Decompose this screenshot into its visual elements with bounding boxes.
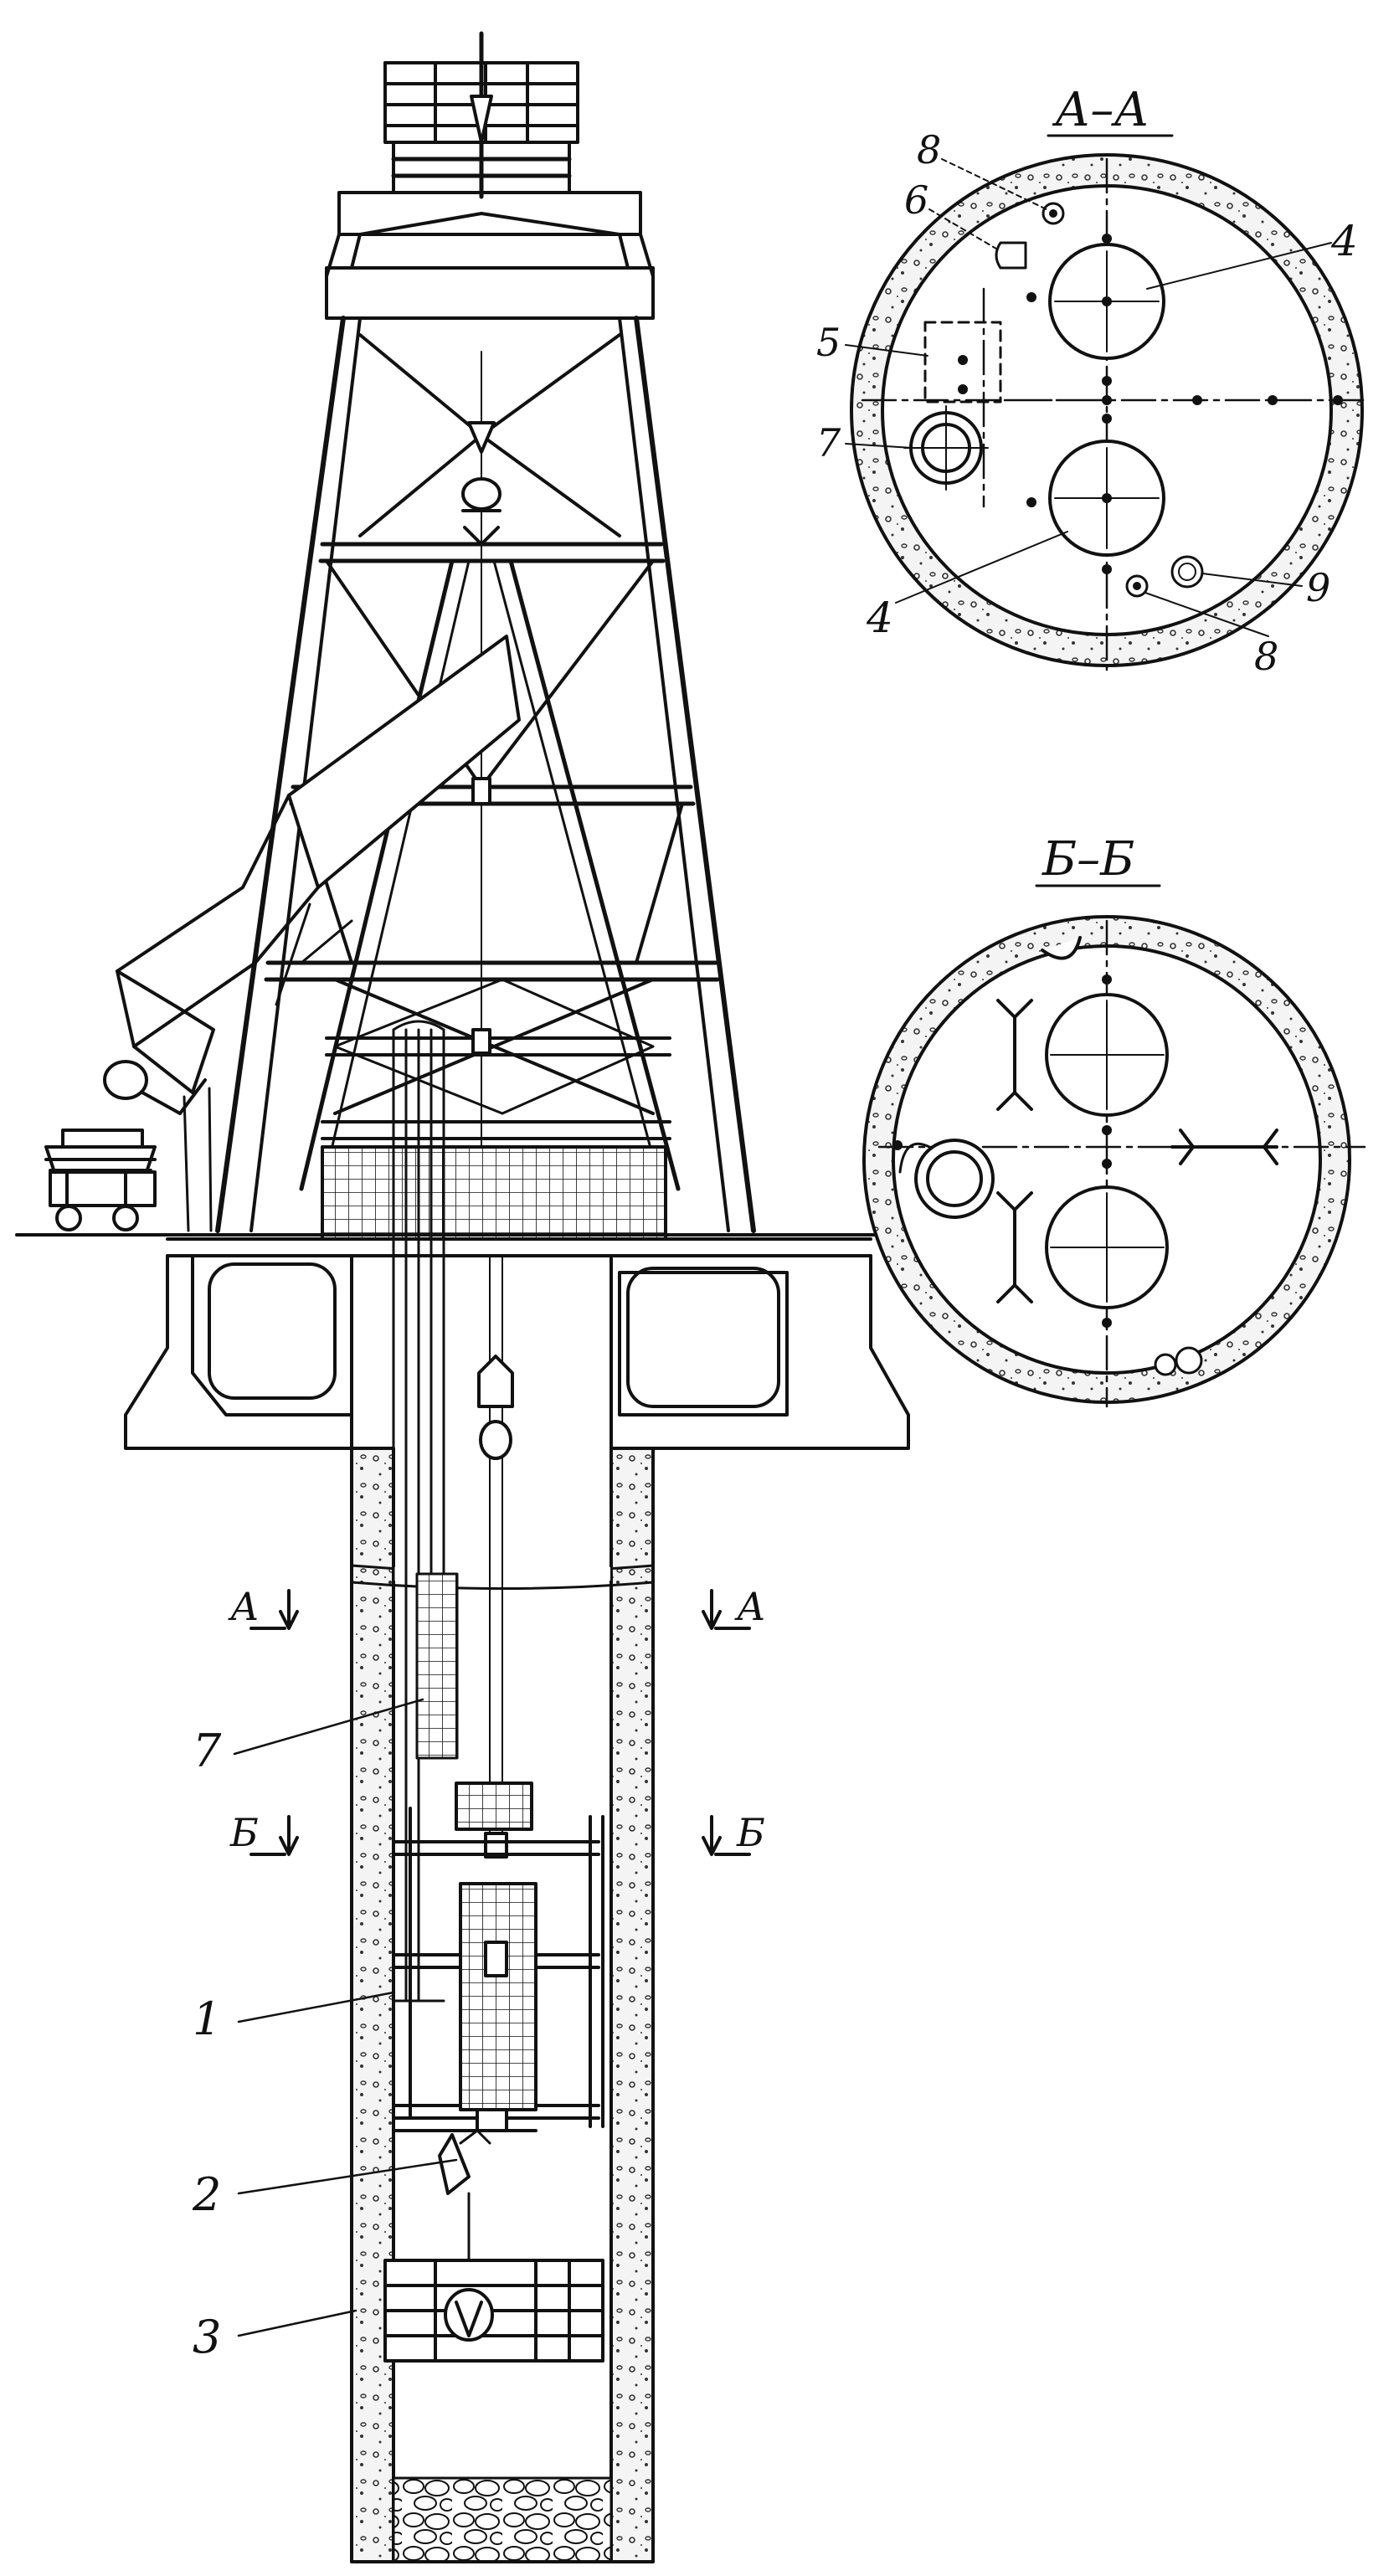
cut-marks	[249, 1589, 751, 1856]
callout-7: 7	[193, 1725, 222, 1777]
aa-label-8-top: 8	[917, 127, 941, 172]
aa-label-7: 7	[816, 420, 841, 465]
section-b-b: Б–Б	[862, 832, 1366, 1408]
headframe	[215, 31, 756, 1241]
pipe-column	[392, 1020, 459, 2003]
cut-b-left: Б	[229, 1810, 259, 1855]
aa-label-4-bottom: 4	[866, 594, 893, 642]
cut-a-right: А	[734, 1584, 766, 1629]
shaft	[350, 1020, 655, 2563]
top-frame	[325, 266, 655, 320]
aa-label-6: 6	[904, 177, 928, 223]
callout-2: 2	[192, 2168, 221, 2221]
discharge-chute	[103, 635, 521, 1232]
section-b-b-title: Б–Б	[1042, 832, 1134, 887]
aa-label-8-bottom: 8	[1254, 634, 1278, 679]
sinking-stage	[392, 1807, 604, 2132]
callout-1: 1	[193, 1992, 221, 2045]
aa-label-9: 9	[1306, 565, 1330, 610]
aa-box-5	[923, 321, 1002, 404]
bottom-scaffold	[383, 2259, 604, 2363]
section-a-a: А–А	[845, 83, 1366, 671]
cut-a-left: А	[228, 1584, 260, 1629]
shaft-collar	[15, 1233, 910, 1450]
receiving-deck	[321, 1145, 667, 1241]
aa-label-4-top: 4	[1330, 217, 1358, 265]
section-a-a-title: А–А	[1052, 83, 1150, 137]
cut-b-right: Б	[736, 1810, 765, 1855]
aa-item-6	[995, 241, 1027, 270]
callout-leaders	[233, 1698, 458, 2337]
aa-label-5: 5	[816, 320, 841, 365]
mine-car	[44, 1129, 157, 1231]
shaft-bottom-rock	[392, 2476, 613, 2563]
callout-3: 3	[193, 2311, 221, 2363]
top-platform	[337, 191, 642, 236]
